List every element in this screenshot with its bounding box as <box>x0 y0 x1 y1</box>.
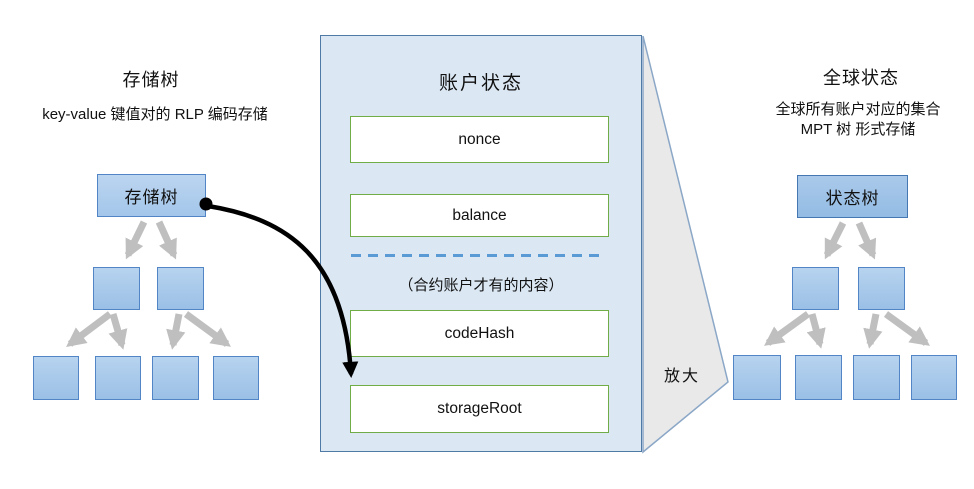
contract-only-divider <box>351 254 606 257</box>
codehash-field-label: codeHash <box>444 324 515 342</box>
storageroot-field: storageRoot <box>350 385 609 433</box>
tree-node-square <box>213 356 259 400</box>
tree-node-square <box>33 356 79 400</box>
magnify-label: 放大 <box>663 368 700 385</box>
state-tree-root-node: 状态树 <box>797 175 908 218</box>
tree-edge-arrow <box>124 220 148 260</box>
tree-node-square <box>858 267 905 310</box>
global-state-subtitle-line1: 全球所有账户对应的集合 <box>775 101 941 118</box>
nonce-field: nonce <box>350 116 609 163</box>
tree-node-square <box>157 267 204 310</box>
tree-node-square <box>733 355 781 400</box>
tree-edge-arrow <box>855 221 877 260</box>
nonce-field-label: nonce <box>458 130 501 148</box>
tree-node-square <box>853 355 900 400</box>
storage-tree-title: 存储树 <box>122 70 180 90</box>
tree-edge-arrow <box>883 311 930 346</box>
tree-node-square <box>95 356 141 400</box>
tree-edge-arrow <box>863 313 883 349</box>
storage-tree-subtitle: key-value 键值对的 RLP 编码存储 <box>42 106 268 123</box>
tree-node-square <box>152 356 199 400</box>
balance-field-label: balance <box>452 206 507 224</box>
tree-edge-arrow <box>155 220 178 260</box>
tree-edge-arrow <box>66 311 113 347</box>
tree-node-square <box>911 355 957 400</box>
tree-edge-arrow <box>806 313 826 349</box>
account-state-title: 账户状态 <box>438 73 523 94</box>
codehash-field: codeHash <box>350 310 609 357</box>
tree-edge-arrow <box>764 311 811 346</box>
storage-tree-root-label: 存储树 <box>124 188 179 207</box>
global-state-subtitle-line2: MPT 树 形式存储 <box>800 121 916 138</box>
tree-edge-arrow <box>108 313 128 350</box>
tree-node-square <box>93 267 140 310</box>
tree-edge-arrow <box>823 221 847 260</box>
storage-tree-root-node: 存储树 <box>97 174 206 217</box>
balance-field: balance <box>350 194 609 237</box>
contract-only-note: （合约账户才有的内容） <box>398 277 564 294</box>
tree-node-square <box>792 267 839 310</box>
tree-node-square <box>795 355 842 400</box>
storageroot-field-label: storageRoot <box>437 400 522 417</box>
account-state-panel: 账户状态 nonce balance （合约账户才有的内容） codeHash … <box>320 35 642 452</box>
tree-edge-arrow <box>183 311 231 347</box>
state-tree-root-label: 状态树 <box>825 189 880 208</box>
global-state-subtitle: 全球所有账户对应的集合 MPT 树 形式存储 <box>748 100 968 140</box>
magnify-triangle <box>642 35 729 454</box>
global-state-title: 全球状态 <box>823 68 899 88</box>
tree-edge-arrow <box>166 313 186 350</box>
